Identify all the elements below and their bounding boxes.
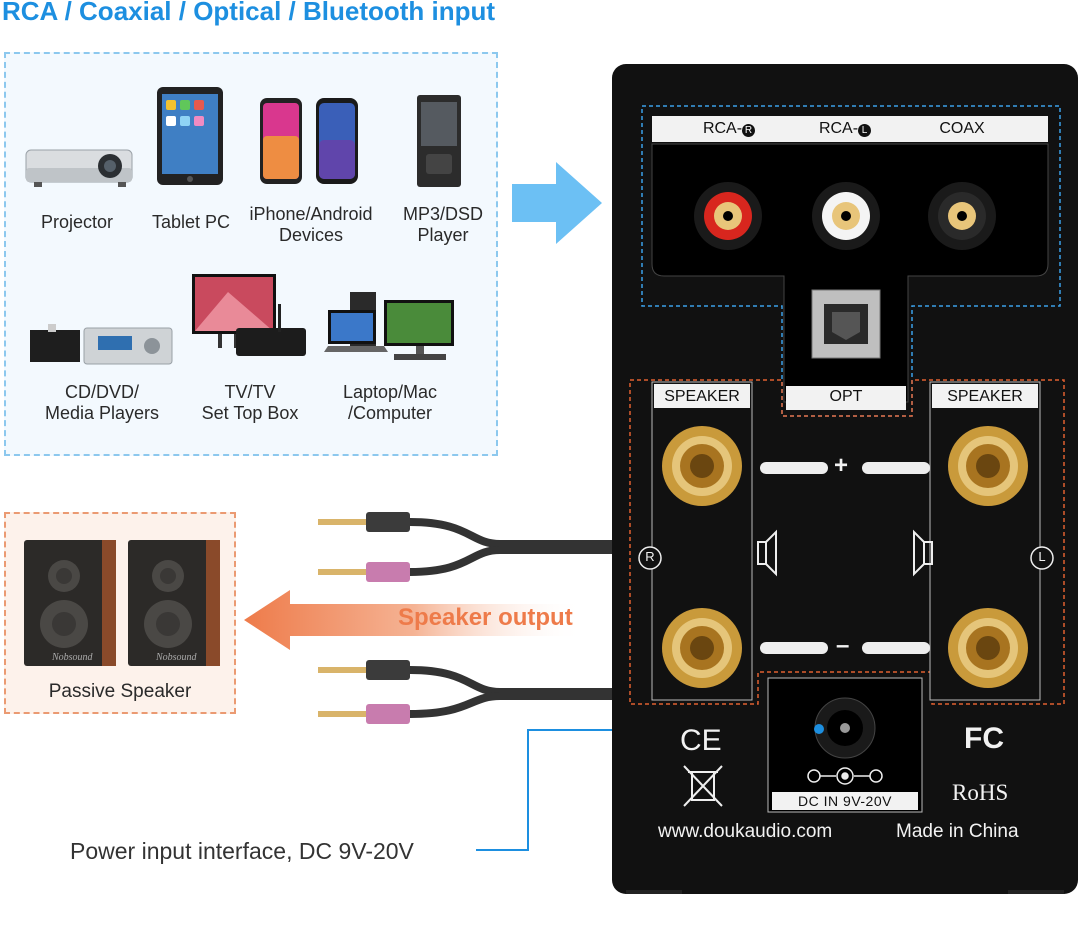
speaker-cables [318, 512, 620, 724]
speaker-symbol-icon [757, 529, 933, 577]
speaker-left-label: SPEAKER [947, 388, 1023, 405]
rca-l-label: RCA-L [810, 120, 880, 138]
binding-post-left-plus [948, 426, 1028, 506]
projector-icon [25, 149, 133, 187]
ce-mark: CE [680, 724, 722, 757]
channel-l-label: L [1038, 549, 1046, 564]
tv-icon [192, 274, 306, 356]
device-label: Laptop/Mac/Computer [342, 382, 438, 423]
rca-left-jack [812, 182, 880, 250]
dc-in-label: DC IN 9V-20V [798, 793, 892, 809]
device-label: Tablet PC [151, 212, 231, 232]
rca-right-jack [694, 182, 762, 250]
speaker-output-label: Speaker output [398, 604, 573, 631]
passive-speaker-label: Passive Speaker [48, 681, 192, 702]
computer-icon [324, 292, 454, 360]
website-label: www.doukaudio.com [658, 821, 833, 842]
rca-r-label: RCA-R [694, 120, 764, 138]
passive-speaker-panel: Nobsound Nobsound [4, 512, 236, 714]
cd-player-icon [30, 324, 173, 365]
speaker-right-label: SPEAKER [664, 388, 740, 405]
weee-bin-icon [683, 765, 723, 807]
fc-mark: FC [964, 722, 1004, 755]
device-label: CD/DVD/Media Players [44, 382, 160, 423]
binding-post-left-minus [948, 608, 1028, 688]
input-arrow-icon [512, 162, 602, 244]
polarity-plus-label: + [834, 452, 849, 479]
coax-jack [928, 182, 996, 250]
coax-label: COAX [939, 120, 985, 137]
speaker-brand: Nobsound [51, 652, 94, 663]
tablet-icon [157, 87, 223, 185]
binding-post-right-plus [662, 426, 742, 506]
speaker-icon: Nobsound Nobsound [24, 540, 220, 666]
polarity-minus-label: – [836, 632, 850, 659]
mp3-player-icon [417, 95, 461, 187]
device-label: Projector [40, 212, 114, 232]
channel-r-label: R [645, 549, 655, 564]
power-input-label: Power input interface, DC 9V-20V [70, 838, 414, 864]
panel-graphics [626, 105, 1065, 894]
rohs-mark: RoHS [952, 780, 1009, 805]
dc-polarity-icon [807, 767, 883, 785]
page-title: RCA / Coaxial / Optical / Bluetooth inpu… [2, 0, 496, 26]
smartphone-icon [260, 98, 358, 184]
origin-label: Made in China [896, 821, 1019, 842]
opt-label: OPT [829, 388, 863, 405]
binding-post-right-minus [662, 608, 742, 688]
amplifier-rear-panel: RCA-R RCA-L COAX OPT SPEAKER SPEAKER R L… [612, 64, 1078, 894]
speaker-brand: Nobsound [155, 652, 198, 663]
output-arrow-icon [244, 590, 584, 650]
optical-jack [811, 289, 881, 359]
